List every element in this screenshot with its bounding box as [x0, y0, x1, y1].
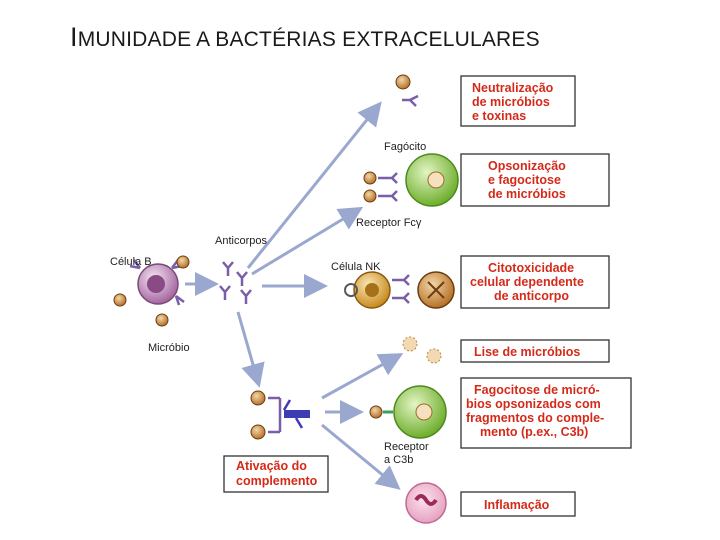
label-anticorpos: Anticorpos: [215, 235, 267, 247]
label-microbio: Micróbio: [148, 342, 190, 354]
inflammatory-cell: [405, 482, 447, 524]
box-citotoxicidade-line-3: de anticorpo: [494, 289, 569, 303]
microbe-cluster-b: [113, 255, 190, 327]
box-inflamacao-line-1: Inflamação: [484, 498, 550, 512]
box-fagocitose-line-2: bios opsonizados com: [466, 397, 601, 411]
neutralized-microbe: [395, 74, 419, 107]
arrow-to-inflammation: [321, 423, 401, 490]
arrow-to-complement: [236, 311, 265, 388]
label-receptor-fc: Receptor Fcγ: [356, 217, 422, 229]
box-lise: Lise de micróbios: [460, 339, 610, 363]
lysed-microbes: [402, 336, 442, 364]
b-cell: [129, 259, 185, 306]
label-receptor-c3b-2: a C3b: [384, 454, 413, 466]
box-citotoxicidade-line-1: Citotoxicidade: [488, 261, 574, 275]
box-fagocitose-line-1: Fagocitose de micró-: [474, 383, 600, 397]
label-celula-b: Célula B: [110, 256, 152, 268]
box-ativacao: Ativação do complemento: [223, 455, 329, 493]
box-ativacao-line-2: complemento: [236, 474, 318, 488]
box-fagocitose-line-3: fragmentos do comple-: [466, 411, 604, 425]
arrow-to-lysis: [321, 353, 404, 400]
box-opsonizacao-line-3: de micróbios: [488, 187, 566, 201]
complement-activation: [250, 390, 310, 440]
box-opsonizacao: Opsonização e fagocitose de micróbios: [460, 153, 610, 207]
box-neutralizacao-line-3: e toxinas: [472, 109, 526, 123]
box-fagocitose-c3b: Fagocitose de micró- bios opsonizados co…: [460, 377, 632, 449]
box-opsonizacao-line-2: e fagocitose: [488, 173, 561, 187]
box-neutralizacao-line-2: de micróbios: [472, 95, 550, 109]
slide-title: IMUNIDADE A BACTÉRIAS EXTRACELULARES: [70, 22, 540, 53]
box-fagocitose-line-4: mento (p.ex., C3b): [480, 425, 588, 439]
title-initial: I: [70, 22, 78, 52]
nk-cell: [344, 271, 455, 309]
label-celula-nk: Célula NK: [331, 261, 381, 273]
phagocyte-fc: [363, 153, 459, 207]
box-citotoxicidade: Citotoxicidade celular dependente de ant…: [460, 255, 610, 309]
phagocyte-c3b: [369, 385, 447, 439]
arrow-to-neutralization: [246, 101, 382, 269]
box-lise-line-1: Lise de micróbios: [474, 345, 580, 359]
box-neutralizacao-line-1: Neutralização: [472, 81, 554, 95]
title-rest: MUNIDADE A BACTÉRIAS EXTRACELULARES: [77, 28, 540, 51]
label-fagocito: Fagócito: [384, 141, 426, 153]
box-citotoxicidade-line-2: celular dependente: [470, 275, 584, 289]
box-ativacao-line-1: Ativação do: [236, 459, 307, 473]
box-neutralizacao: Neutralização de micróbios e toxinas: [460, 75, 576, 127]
arrow-to-opsonization: [251, 206, 364, 276]
box-inflamacao: Inflamação: [460, 491, 576, 517]
box-opsonizacao-line-1: Opsonização: [488, 159, 566, 173]
antibodies-cluster: [219, 261, 252, 304]
label-receptor-c3b-1: Receptor: [384, 441, 429, 453]
arrows: [185, 101, 404, 490]
